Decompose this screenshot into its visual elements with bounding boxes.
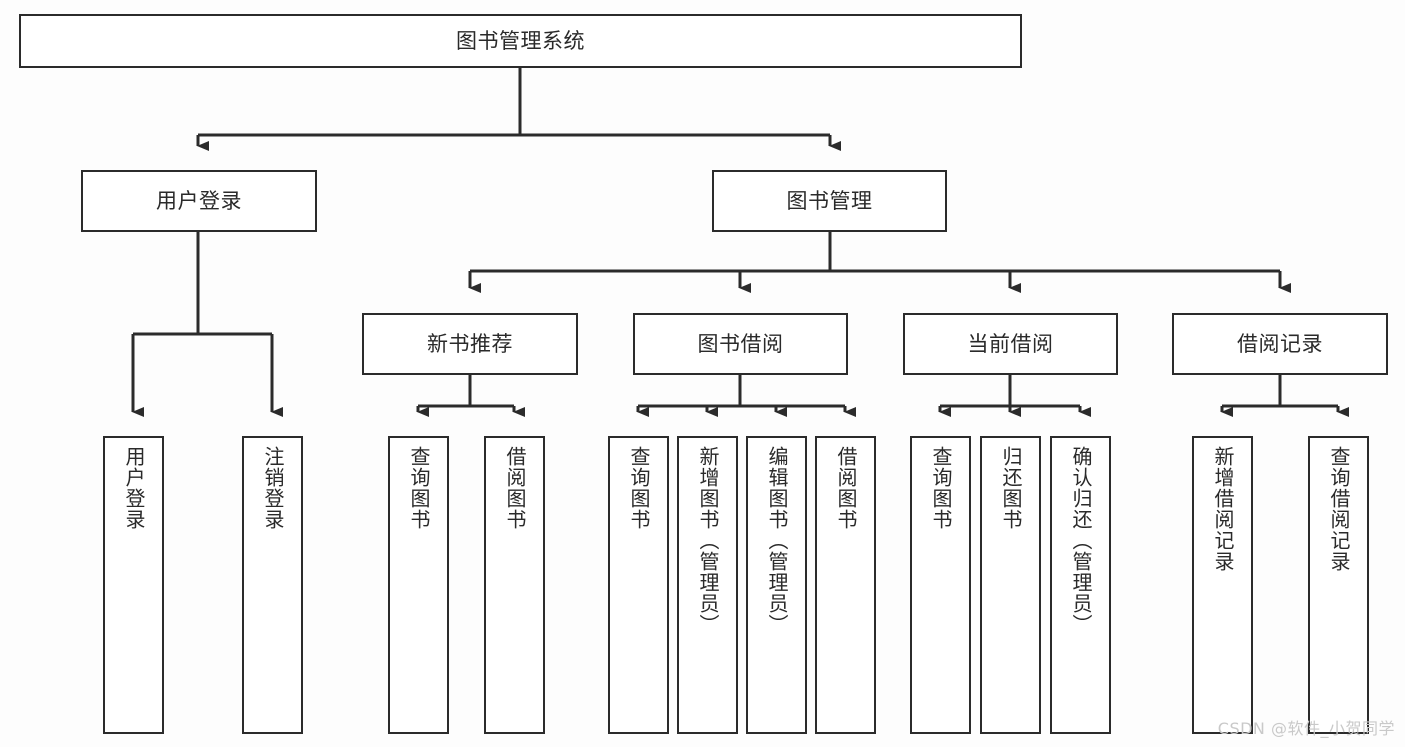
leaf-borrow-book[interactable]: 借阅图书 [815, 436, 876, 734]
node-label: 借阅图书 [503, 446, 527, 530]
leaf-add-borrow-record[interactable]: 新增借阅记录 [1192, 436, 1253, 734]
leaf-query-book-new[interactable]: 查询图书 [388, 436, 449, 734]
leaf-query-book-current[interactable]: 查询图书 [910, 436, 971, 734]
leaf-query-borrow-record[interactable]: 查询借阅记录 [1308, 436, 1369, 734]
leaf-user-login[interactable]: 用户登录 [103, 436, 164, 734]
node-label: 用户登录 [156, 188, 242, 213]
leaf-logout[interactable]: 注销登录 [242, 436, 303, 734]
node-label: 图书借阅 [697, 331, 784, 356]
node-label: 借阅图书 [834, 446, 858, 530]
node-current-borrow[interactable]: 当前借阅 [903, 313, 1118, 375]
leaf-add-book-admin[interactable]: 新增图书（管理员） [677, 436, 738, 734]
node-book-borrow[interactable]: 图书借阅 [633, 313, 848, 375]
node-label: 新书推荐 [427, 331, 513, 356]
node-label: 归还图书 [999, 446, 1023, 530]
node-label: 图书管理 [786, 188, 873, 213]
node-label: 编辑图书（管理员） [765, 446, 789, 635]
node-label: 借阅记录 [1237, 331, 1323, 356]
node-label: 查询图书 [407, 446, 431, 530]
node-label: 新增图书（管理员） [696, 446, 720, 635]
node-label: 查询借阅记录 [1327, 446, 1351, 572]
node-new-book-recommend[interactable]: 新书推荐 [362, 313, 578, 375]
leaf-return-book[interactable]: 归还图书 [980, 436, 1041, 734]
node-borrow-record[interactable]: 借阅记录 [1172, 313, 1388, 375]
node-label: 查询图书 [929, 446, 953, 530]
node-label: 确认归还（管理员） [1069, 446, 1093, 635]
node-book-management[interactable]: 图书管理 [712, 170, 947, 232]
leaf-borrow-book-new[interactable]: 借阅图书 [484, 436, 545, 734]
node-user-login[interactable]: 用户登录 [81, 170, 317, 232]
leaf-edit-book-admin[interactable]: 编辑图书（管理员） [746, 436, 807, 734]
node-label: 用户登录 [122, 446, 146, 530]
node-label: 新增借阅记录 [1211, 446, 1235, 572]
leaf-query-book-borrow[interactable]: 查询图书 [608, 436, 669, 734]
node-label: 注销登录 [261, 446, 285, 530]
leaf-confirm-return-admin[interactable]: 确认归还（管理员） [1050, 436, 1111, 734]
watermark: CSDN @软件_小贺同学 [1217, 719, 1395, 738]
node-label: 查询图书 [627, 446, 651, 530]
node-label: 当前借阅 [967, 331, 1054, 356]
node-root-system[interactable]: 图书管理系统 [19, 14, 1022, 68]
node-label: 图书管理系统 [456, 28, 585, 53]
